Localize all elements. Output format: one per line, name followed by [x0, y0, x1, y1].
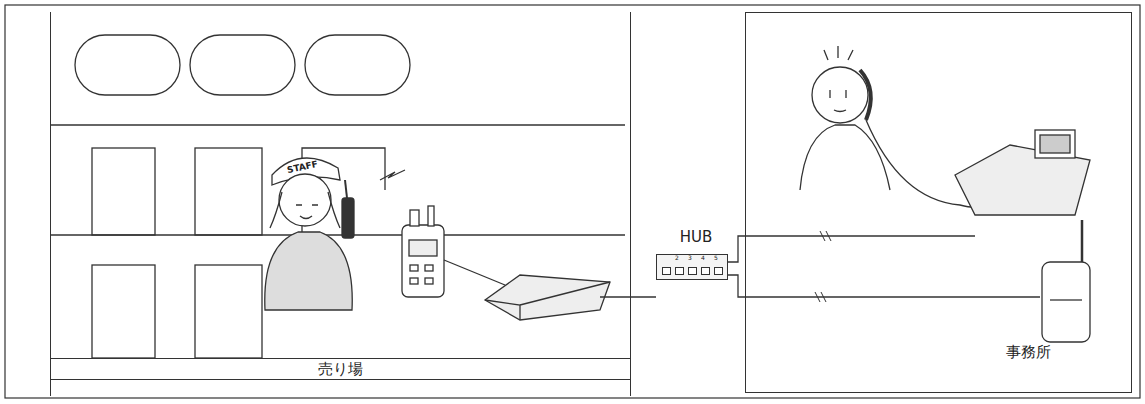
region-label: 売り場	[51, 358, 630, 380]
hub-port	[675, 267, 684, 275]
hub-port	[714, 267, 723, 275]
hub-port	[662, 267, 671, 275]
region-label: HUB	[652, 228, 740, 246]
hub-device: HUB	[652, 228, 740, 290]
port-number: 4	[701, 255, 705, 261]
office-region: 事務所	[745, 12, 1132, 393]
hub-port	[701, 267, 710, 275]
hub-port	[688, 267, 697, 275]
port-number: 2	[675, 255, 679, 261]
port-number: 3	[688, 255, 692, 261]
port-number: 5	[714, 255, 718, 261]
sales-floor-region: 売り場	[50, 12, 631, 396]
region-label: 事務所	[926, 343, 1131, 362]
